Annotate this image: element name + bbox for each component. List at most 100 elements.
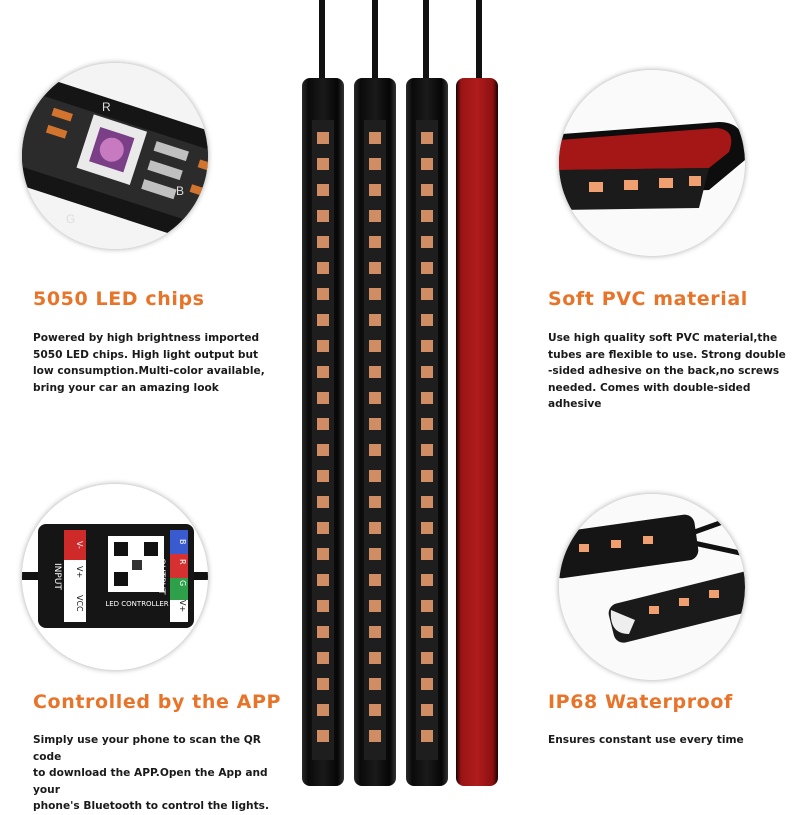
led-chip: [317, 548, 329, 560]
led-chip: [369, 574, 381, 586]
led-chip-row-1: [312, 120, 334, 760]
led-chip-row-2: [364, 120, 386, 760]
led-chip: [317, 678, 329, 690]
led-chip: [317, 496, 329, 508]
led-chip: [317, 366, 329, 378]
led-chip: [317, 314, 329, 326]
input-pin-1: V-: [75, 540, 84, 549]
app-title: Controlled by the APP: [33, 691, 282, 713]
led-chip: [317, 340, 329, 352]
led-chip: [421, 314, 433, 326]
led-chip: [317, 236, 329, 248]
led-chip: [317, 522, 329, 534]
pvc-description: Use high quality soft PVC material,the t…: [548, 330, 798, 413]
led-chip: [369, 314, 381, 326]
chips-line-1: Powered by high brightness imported: [33, 332, 260, 344]
led-chip: [369, 366, 381, 378]
led-chip-row-3: [416, 120, 438, 760]
led-chip: [317, 574, 329, 586]
pvc-line-3: -sided adhesive on the back,no screws: [548, 365, 780, 377]
led-chip: [421, 704, 433, 716]
chips-line-3: low consumption.Multi-color available,: [33, 365, 265, 377]
led-chip: [421, 600, 433, 612]
led-chip: [421, 496, 433, 508]
led-chip: [421, 730, 433, 742]
controller-image: INPUT V- V+ VCC OUTPUT B R G V+ LED CONT…: [22, 484, 208, 670]
waterproof-description: Ensures constant use every time: [548, 732, 778, 749]
led-chip: [421, 470, 433, 482]
led-chip: [317, 132, 329, 144]
led-chip: [317, 262, 329, 274]
chip-label-g: G: [66, 212, 75, 226]
led-chip: [317, 704, 329, 716]
led-chip: [369, 548, 381, 560]
led-chip: [369, 496, 381, 508]
led-chip: [317, 288, 329, 300]
led-chip: [421, 340, 433, 352]
led-chip: [421, 392, 433, 404]
led-chip: [317, 444, 329, 456]
waterproof-line-1: Ensures constant use every time: [548, 734, 744, 746]
led-chip: [317, 470, 329, 482]
chips-description: Powered by high brightness imported 5050…: [33, 330, 283, 396]
led-chip: [317, 652, 329, 664]
led-chip: [317, 210, 329, 222]
led-chip: [369, 210, 381, 222]
led-chip: [369, 340, 381, 352]
chips-title: 5050 LED chips: [33, 288, 205, 310]
led-chip: [369, 444, 381, 456]
led-chip: [369, 236, 381, 248]
led-chip: [421, 262, 433, 274]
led-chip: [421, 626, 433, 638]
led-chip: [369, 470, 381, 482]
led-chip: [317, 730, 329, 742]
led-chip: [421, 288, 433, 300]
led-chip: [421, 522, 433, 534]
led-chip: [421, 132, 433, 144]
controller-name: LED CONTROLLER: [105, 600, 169, 608]
led-chip: [421, 158, 433, 170]
output-pin-4: V+: [178, 600, 187, 613]
pvc-title: Soft PVC material: [548, 288, 748, 310]
waterproof-title: IP68 Waterproof: [548, 691, 733, 713]
waterproof-image: [559, 494, 745, 680]
pvc-line-4: needed. Comes with double-sided adhesive: [548, 381, 751, 411]
app-line-2: to download the APP.Open the App and you…: [33, 767, 268, 796]
led-chip: [421, 548, 433, 560]
chip-label-r: R: [102, 100, 111, 114]
led-chip: [421, 444, 433, 456]
chips-line-2: 5050 LED chips. High light output but: [33, 348, 259, 361]
output-pin-2: R: [178, 559, 187, 565]
output-pin-1: B: [178, 539, 187, 545]
pvc-line-1: Use high quality soft PVC material,the: [548, 332, 778, 344]
controller-output-label: OUTPUT: [156, 557, 166, 595]
app-line-3: phone's Bluetooth to control the lights.: [33, 800, 269, 812]
led-chip: [369, 262, 381, 274]
led-chip: [317, 158, 329, 170]
led-chip: [421, 574, 433, 586]
led-chip: [317, 392, 329, 404]
led-chip: [421, 184, 433, 196]
led-chip: [369, 678, 381, 690]
led-chip: [421, 418, 433, 430]
led-chip: [317, 418, 329, 430]
chip-label-b: B: [176, 184, 184, 198]
pvc-line-2: tubes are flexible to use. Strong double: [548, 348, 786, 361]
led-chip: [369, 652, 381, 664]
input-pin-2: V+: [75, 565, 84, 578]
led-chip: [369, 626, 381, 638]
pvc-tube-image: [559, 70, 745, 256]
led-chip: [369, 600, 381, 612]
chip-closeup-image: R G B: [22, 63, 208, 249]
led-chip: [421, 210, 433, 222]
app-line-1: Simply use your phone to scan the QR cod…: [33, 734, 261, 763]
led-strips: [302, 0, 498, 786]
led-chip: [369, 522, 381, 534]
led-chip: [369, 392, 381, 404]
led-chip: [369, 184, 381, 196]
led-chip: [421, 678, 433, 690]
output-pin-3: G: [178, 579, 187, 586]
chips-line-4: bring your car an amazing look: [33, 381, 219, 394]
led-chip: [369, 704, 381, 716]
led-chip: [421, 366, 433, 378]
